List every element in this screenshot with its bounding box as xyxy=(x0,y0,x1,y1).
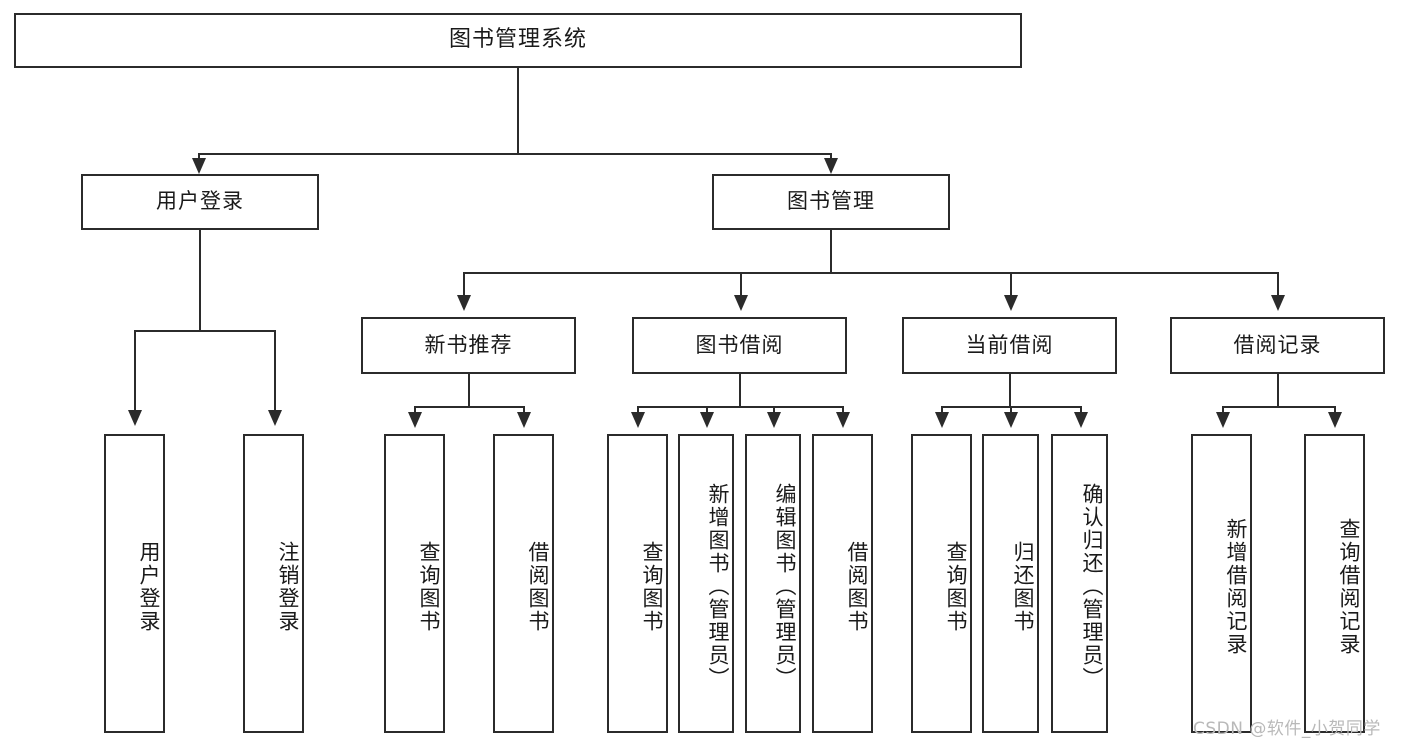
edge-br-stem xyxy=(1277,374,1279,407)
leaf-nbr-borrow-book[interactable]: 借阅图书 xyxy=(493,434,554,733)
arrow-to-borrow-record xyxy=(1271,295,1285,311)
arrow-to-leaf-cb-return-book xyxy=(1004,412,1018,428)
node-book-borrow[interactable]: 图书借阅 xyxy=(632,317,847,374)
arrow-to-leaf-nbr-borrow-book xyxy=(517,412,531,428)
arrow-to-leaf-bb-add-book xyxy=(700,412,714,428)
node-book-management[interactable]: 图书管理 xyxy=(712,174,950,230)
leaf-cb-confirm-return-admin[interactable]: 确认归还（管理员） xyxy=(1051,434,1108,733)
arrow-to-leaf-br-query-record xyxy=(1328,412,1342,428)
leaf-br-add-record[interactable]: 新增借阅记录 xyxy=(1191,434,1252,733)
leaf-br-query-record[interactable]: 查询借阅记录 xyxy=(1304,434,1365,733)
edge-bm-drop-4 xyxy=(1277,272,1279,302)
leaf-logout[interactable]: 注销登录 xyxy=(243,434,304,733)
arrow-to-leaf-cb-confirm-return xyxy=(1074,412,1088,428)
arrow-to-leaf-cb-query-book xyxy=(935,412,949,428)
arrow-to-leaf-bb-borrow-book xyxy=(836,412,850,428)
arrow-to-new-book-recommend xyxy=(457,295,471,311)
node-user-login[interactable]: 用户登录 xyxy=(81,174,319,230)
leaf-bb-borrow-book[interactable]: 借阅图书 xyxy=(812,434,873,733)
edge-user-login-drop-2 xyxy=(274,330,276,418)
edge-root-stem xyxy=(517,68,519,154)
leaf-bb-query-book[interactable]: 查询图书 xyxy=(607,434,668,733)
leaf-bb-add-book-admin[interactable]: 新增图书（管理员） xyxy=(678,434,734,733)
node-root-library-management-system[interactable]: 图书管理系统 xyxy=(14,13,1022,68)
leaf-cb-query-book[interactable]: 查询图书 xyxy=(911,434,972,733)
arrow-to-leaf-bb-query-book xyxy=(631,412,645,428)
arrow-to-leaf-nbr-query-book xyxy=(408,412,422,428)
edge-bm-drop-3 xyxy=(1010,272,1012,302)
arrow-to-current-borrow xyxy=(1004,295,1018,311)
leaf-cb-return-book[interactable]: 归还图书 xyxy=(982,434,1039,733)
edge-book-management-stem xyxy=(830,230,832,273)
edge-cb-stem xyxy=(1009,374,1011,407)
leaf-bb-edit-book-admin[interactable]: 编辑图书（管理员） xyxy=(745,434,801,733)
edge-bm-drop-1 xyxy=(463,272,465,302)
edge-bb-bus xyxy=(637,406,843,408)
edge-root-bus xyxy=(198,153,832,155)
edge-user-login-drop-1 xyxy=(134,330,136,418)
node-current-borrow[interactable]: 当前借阅 xyxy=(902,317,1117,374)
arrow-to-user-login xyxy=(192,158,206,174)
edge-bb-stem xyxy=(739,374,741,407)
leaf-user-login[interactable]: 用户登录 xyxy=(104,434,165,733)
arrow-to-leaf-br-add-record xyxy=(1216,412,1230,428)
edge-br-bus xyxy=(1222,406,1335,408)
edge-nbr-bus xyxy=(414,406,524,408)
edge-user-login-stem xyxy=(199,230,201,331)
node-borrow-record[interactable]: 借阅记录 xyxy=(1170,317,1385,374)
leaf-nbr-query-book[interactable]: 查询图书 xyxy=(384,434,445,733)
arrow-to-leaf-logout xyxy=(268,410,282,426)
csdn-watermark: CSDN @软件_小贺同学 xyxy=(1193,719,1381,739)
edge-nbr-stem xyxy=(468,374,470,407)
arrow-to-book-borrow xyxy=(734,295,748,311)
node-new-book-recommend[interactable]: 新书推荐 xyxy=(361,317,576,374)
arrow-to-leaf-bb-edit-book xyxy=(767,412,781,428)
arrow-to-book-management xyxy=(824,158,838,174)
arrow-to-leaf-user-login xyxy=(128,410,142,426)
edge-bm-drop-2 xyxy=(740,272,742,302)
edge-user-login-bus xyxy=(134,330,276,332)
edge-book-management-bus xyxy=(463,272,1279,274)
